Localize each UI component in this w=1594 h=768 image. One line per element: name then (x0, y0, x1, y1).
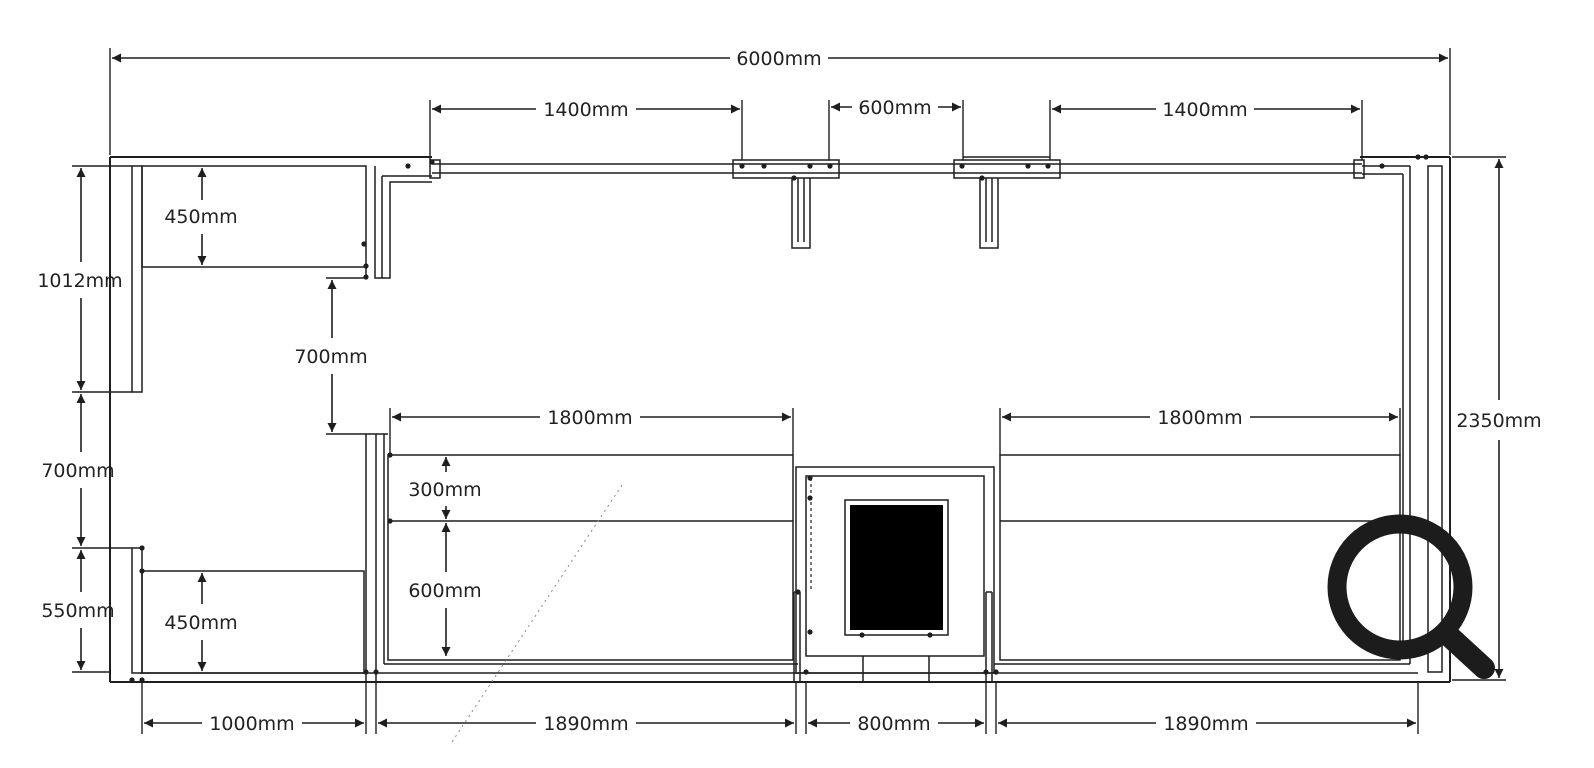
dim-left-upper-height: 1012mm (37, 270, 122, 292)
dim-bottom-door: 800mm (857, 713, 930, 735)
dim-bench-right-width: 1800mm (1157, 407, 1242, 429)
lower-left-cabinet (141, 570, 365, 674)
left-bench (365, 433, 798, 683)
zoom-button[interactable] (1327, 514, 1495, 679)
dimension-lines (76, 53, 1504, 728)
dim-window-right: 1400mm (1162, 99, 1247, 121)
top-window-walls (429, 156, 1365, 249)
dim-bottom-left: 1000mm (209, 713, 294, 735)
upper-left-cabinet (141, 165, 432, 279)
joint-dots (129, 154, 1429, 683)
dim-left-gap-height: 700mm (41, 460, 114, 482)
magnifier-icon (1327, 514, 1495, 679)
dimension-labels: 6000mm 1400mm 600mm 1400mm 1012mm 700mm … (37, 48, 1541, 735)
dim-left-lower-height: 550mm (41, 600, 114, 622)
dim-total-width: 6000mm (736, 48, 821, 70)
dim-bottom-mid-right: 1890mm (1163, 713, 1248, 735)
dim-cabinet-gap: 700mm (294, 346, 367, 368)
dim-bench-left-width: 1800mm (547, 407, 632, 429)
dim-lower-cabinet-depth: 450mm (164, 612, 237, 634)
door-unit (793, 466, 995, 682)
dim-upper-cabinet-depth: 450mm (164, 206, 237, 228)
dim-bottom-mid-left: 1890mm (543, 713, 628, 735)
dim-bench-lower-depth: 600mm (408, 580, 481, 602)
dim-bench-upper-depth: 300mm (408, 479, 481, 501)
diagonal-trace (449, 484, 623, 746)
dim-window-left: 1400mm (543, 99, 628, 121)
right-bench (994, 454, 1410, 665)
dim-window-middle: 600mm (858, 97, 931, 119)
outer-walls (109, 156, 1451, 683)
extension-lines (72, 48, 1506, 734)
dim-total-height: 2350mm (1456, 410, 1541, 432)
